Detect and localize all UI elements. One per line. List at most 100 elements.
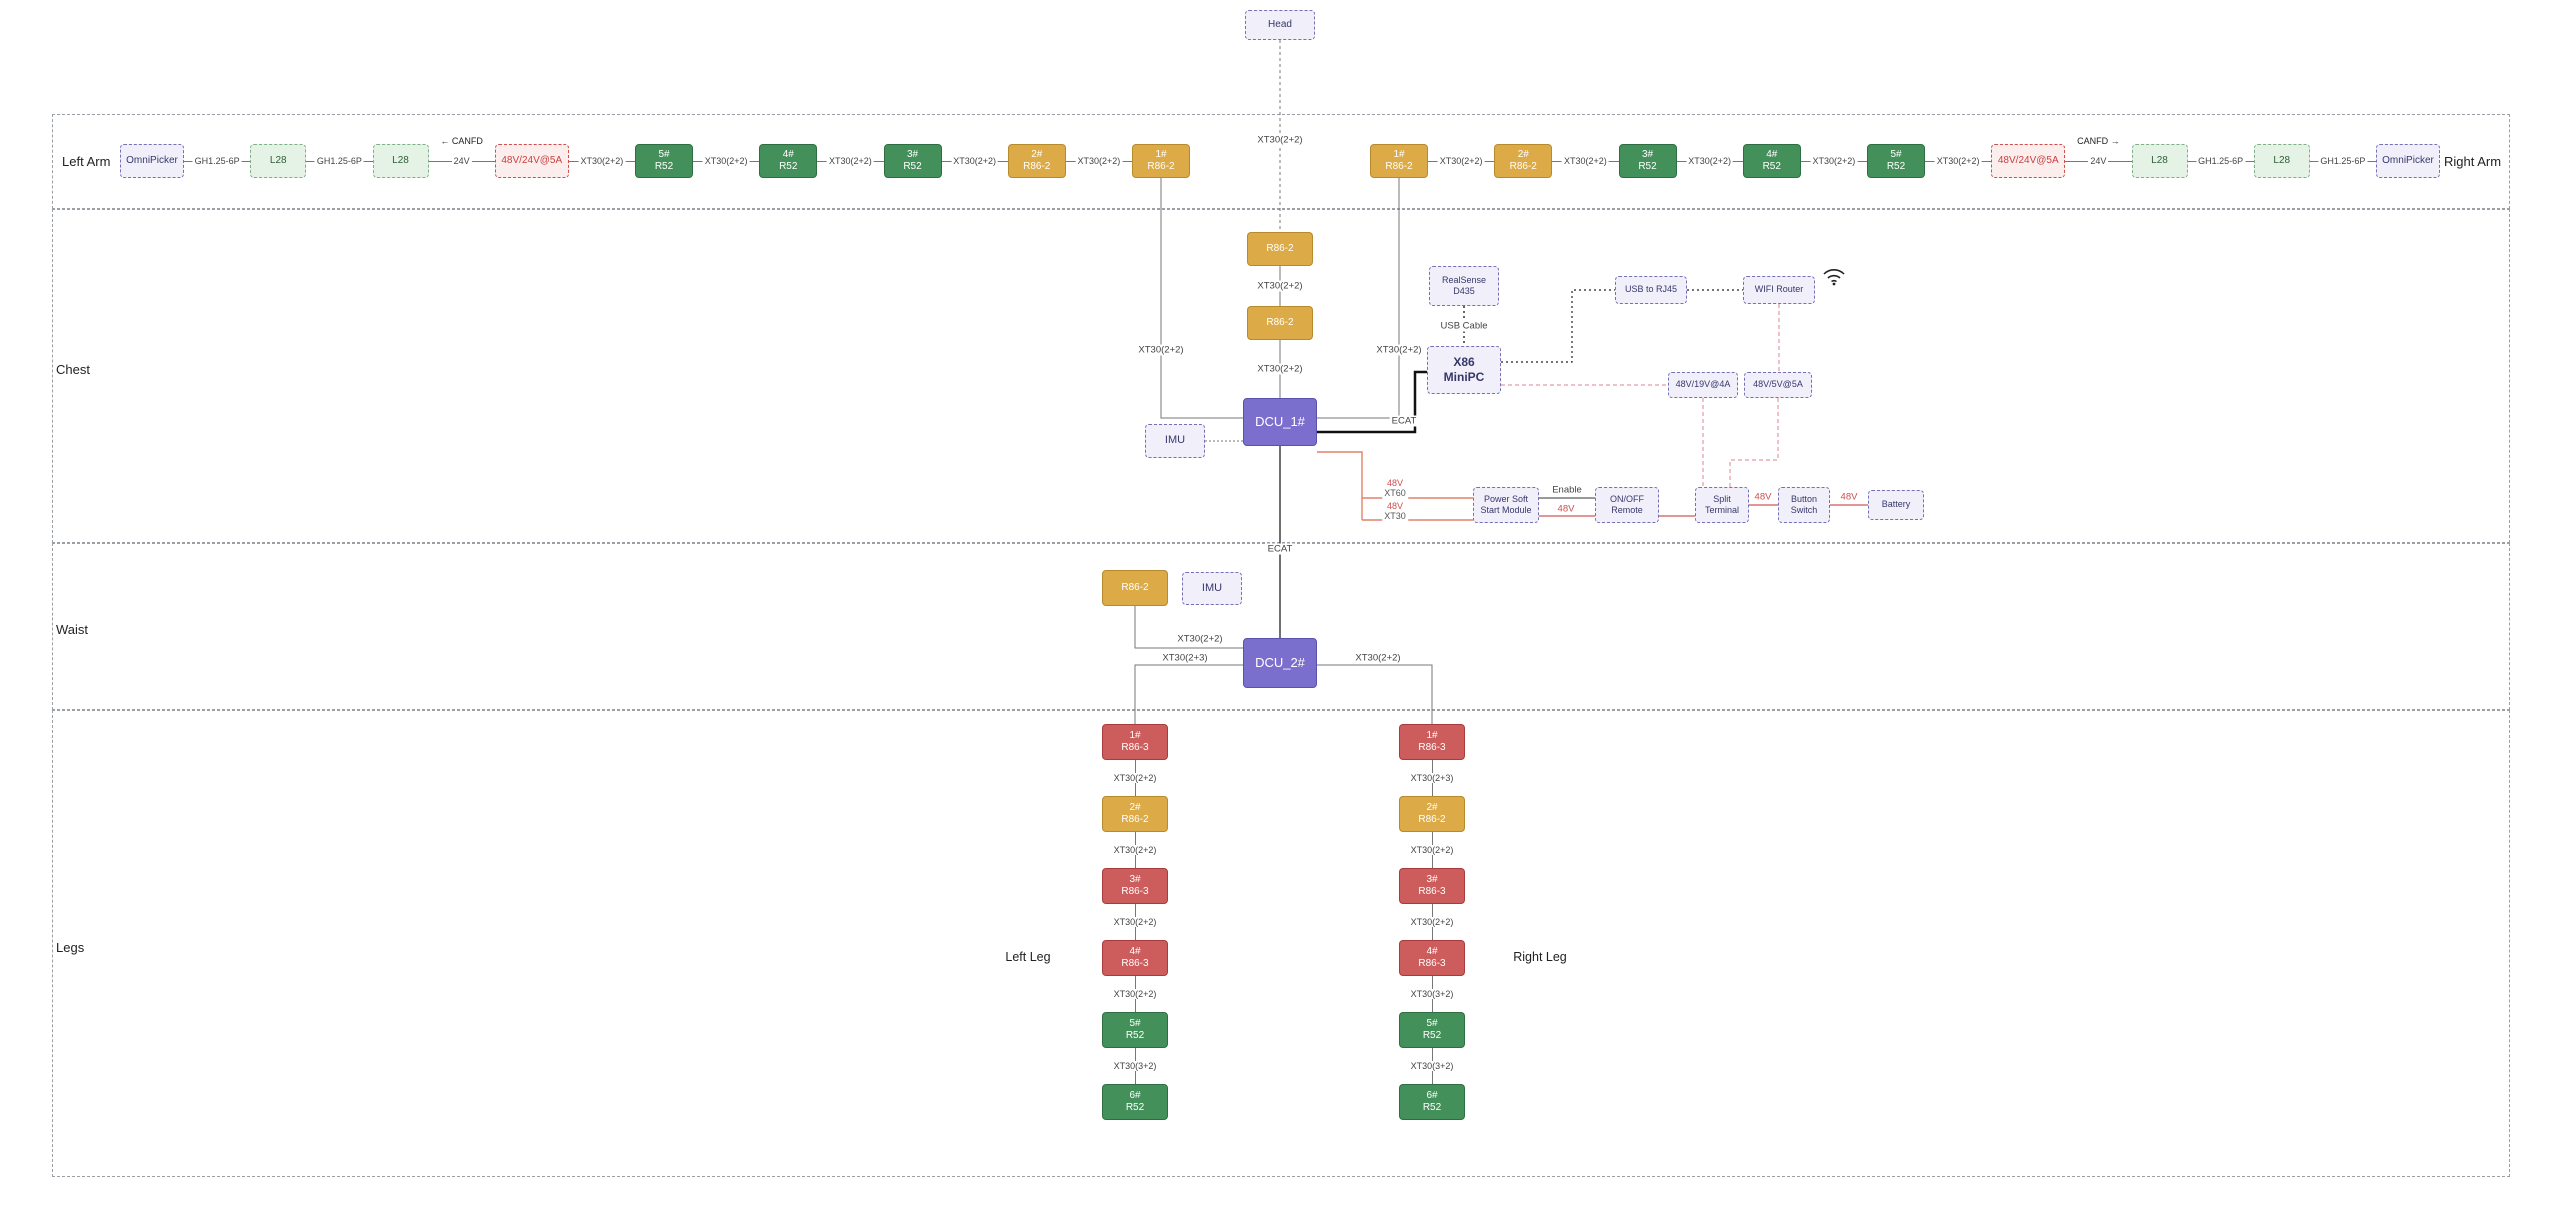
motor-3-r52-node[interactable]: 3#R52 [1618, 144, 1677, 178]
motor-5-r52-node[interactable]: 5#R52 [1867, 144, 1925, 178]
connector-label: XT30(2+2) [1800, 144, 1868, 178]
connector-label: XT30(2+2) [1399, 904, 1465, 940]
motor-2-r86-2-node[interactable]: 2#R86-2 [1102, 796, 1168, 832]
motor-4-r86-3-node[interactable]: 4#R86-3 [1399, 940, 1465, 976]
motor-1-r86-3-node[interactable]: 1#R86-3 [1399, 724, 1465, 760]
chest-connector-label-1: XT30(2+2) [1255, 280, 1305, 292]
chest-r86-2-mid-node[interactable]: R86-2 [1247, 306, 1313, 340]
motor-3-r86-3-node[interactable]: 3#R86-3 [1102, 868, 1168, 904]
wifi-router-node[interactable]: WIFI Router [1743, 276, 1815, 304]
connector-label: 24V← CANFD [428, 136, 496, 178]
section-label-waist: Waist [56, 622, 89, 637]
ecat-label-mid: ECAT [1265, 543, 1295, 555]
button-switch-node[interactable]: Button Switch [1778, 487, 1830, 523]
head-node[interactable]: Head [1245, 10, 1315, 40]
connector-label: XT30(2+2) [568, 144, 636, 178]
chest-connector-label-2: XT30(2+2) [1255, 363, 1305, 375]
realsense-d435-node[interactable]: RealSense D435 [1429, 266, 1499, 306]
section-label-chest: Chest [56, 362, 90, 377]
motor-3-r86-3-node[interactable]: 3#R86-3 [1399, 868, 1465, 904]
l28-node[interactable]: L28 [2131, 144, 2188, 178]
omnipicker-left-node[interactable]: OmniPicker [120, 144, 184, 178]
connector-label: GH1.25-6P [2309, 144, 2377, 178]
connector-label: XT30(2+2) [1925, 144, 1992, 178]
motor-6-r52-node[interactable]: 6#R52 [1102, 1084, 1168, 1120]
l28-node[interactable]: L28 [250, 144, 307, 178]
connector-label: XT30(2+2) [941, 144, 1009, 178]
motor-2-r86-2-node[interactable]: 2#R86-2 [1494, 144, 1553, 178]
dcu-2-node[interactable]: DCU_2# [1243, 638, 1317, 688]
on-off-remote-node[interactable]: ON/OFF Remote [1595, 487, 1659, 523]
motor-1-r86-2-node[interactable]: 1#R86-2 [1370, 144, 1428, 178]
connector-label: GH1.25-6P [2187, 144, 2255, 178]
motor-5-r52-node[interactable]: 5#R52 [1399, 1012, 1465, 1048]
dcdc-48v-24v-node[interactable]: 48V/24V@5A [1991, 144, 2066, 178]
connector-label: XT30(2+2) [1399, 832, 1465, 868]
connector-label: XT30(2+2) [1102, 976, 1168, 1012]
usb-cable-label: USB Cable [1438, 320, 1490, 332]
motor-3-r52-node[interactable]: 3#R52 [883, 144, 942, 178]
dcdc-48v-24v-node[interactable]: 48V/24V@5A [494, 144, 569, 178]
dcu-1-node[interactable]: DCU_1# [1243, 398, 1317, 446]
legs-section-frame [52, 710, 2510, 1177]
connector-label: XT30(2+2) [1102, 904, 1168, 940]
right-arm-drop-label: XT30(2+2) [1374, 344, 1424, 356]
power-soft-start-module-node[interactable]: Power Soft Start Module [1473, 487, 1539, 523]
motor-4-r52-node[interactable]: 4#R52 [1742, 144, 1801, 178]
usb-to-rj45-node[interactable]: USB to RJ45 [1615, 276, 1687, 304]
motor-5-r52-node[interactable]: 5#R52 [1102, 1012, 1168, 1048]
chest-section-frame [52, 209, 2510, 543]
motor-1-r86-3-node[interactable]: 1#R86-3 [1102, 724, 1168, 760]
psu-48v-5v-node[interactable]: 48V/5V@5A [1744, 372, 1812, 398]
l28-node[interactable]: L28 [2253, 144, 2310, 178]
motor-2-r86-2-node[interactable]: 2#R86-2 [1399, 796, 1465, 832]
connector-label: XT30(2+3) [1399, 760, 1465, 796]
right-leg-label: Right Leg [1513, 950, 1567, 964]
motor-4-r86-3-node[interactable]: 4#R86-3 [1102, 940, 1168, 976]
connector-label: XT30(3+2) [1102, 1048, 1168, 1084]
wifi-icon [1822, 266, 1846, 291]
connector-label: GH1.25-6P [184, 144, 251, 178]
motor-2-r86-2-node[interactable]: 2#R86-2 [1007, 144, 1066, 178]
psu-48v-19v-node[interactable]: 48V/19V@4A [1668, 372, 1738, 398]
motor-6-r52-node[interactable]: 6#R52 [1399, 1084, 1465, 1120]
split-terminal-node[interactable]: Split Terminal [1695, 487, 1749, 523]
left-leg-branch-label: XT30(2+3) [1160, 652, 1210, 664]
48v-xt30-label: 48V XT30 [1382, 501, 1408, 522]
connector-label: XT30(3+2) [1399, 976, 1465, 1012]
48v-label-1: 48V [1555, 503, 1577, 515]
waist-r86-2-node[interactable]: R86-2 [1102, 570, 1168, 606]
chest-r86-2-top-node[interactable]: R86-2 [1247, 232, 1313, 266]
chest-imu-node[interactable]: IMU [1145, 424, 1205, 458]
connector-label: GH1.25-6P [306, 144, 373, 178]
motor-5-r52-node[interactable]: 5#R52 [635, 144, 693, 178]
connector-label: XT30(3+2) [1399, 1048, 1465, 1084]
left-leg-label: Left Leg [1005, 950, 1051, 964]
l28-node[interactable]: L28 [372, 144, 429, 178]
connector-label: XT30(2+2) [1552, 144, 1619, 178]
omnipicker-right-node[interactable]: OmniPicker [2376, 144, 2440, 178]
connector-label: XT30(2+2) [1428, 144, 1495, 178]
right-leg-branch-label: XT30(2+2) [1353, 652, 1403, 664]
connector-label: XT30(2+2) [1676, 144, 1744, 178]
x86-minipc-node[interactable]: X86 MiniPC [1427, 346, 1501, 394]
arms-section-frame [52, 114, 2510, 209]
left-arm-drop-label: XT30(2+2) [1136, 344, 1186, 356]
section-label-left-arm: Left Arm [62, 154, 111, 169]
head-connector-label: XT30(2+2) [1255, 134, 1305, 146]
motor-4-r52-node[interactable]: 4#R52 [759, 144, 818, 178]
canfd-arrow-label: ← CANFD [440, 136, 483, 146]
connector-label: XT30(2+2) [1102, 760, 1168, 796]
connector-label: XT30(2+2) [693, 144, 760, 178]
waist-imu-node[interactable]: IMU [1182, 572, 1242, 605]
battery-node[interactable]: Battery [1868, 490, 1924, 520]
section-label-legs: Legs [56, 940, 85, 955]
connector-label: XT30(2+2) [1065, 144, 1133, 178]
motor-1-r86-2-node[interactable]: 1#R86-2 [1132, 144, 1190, 178]
